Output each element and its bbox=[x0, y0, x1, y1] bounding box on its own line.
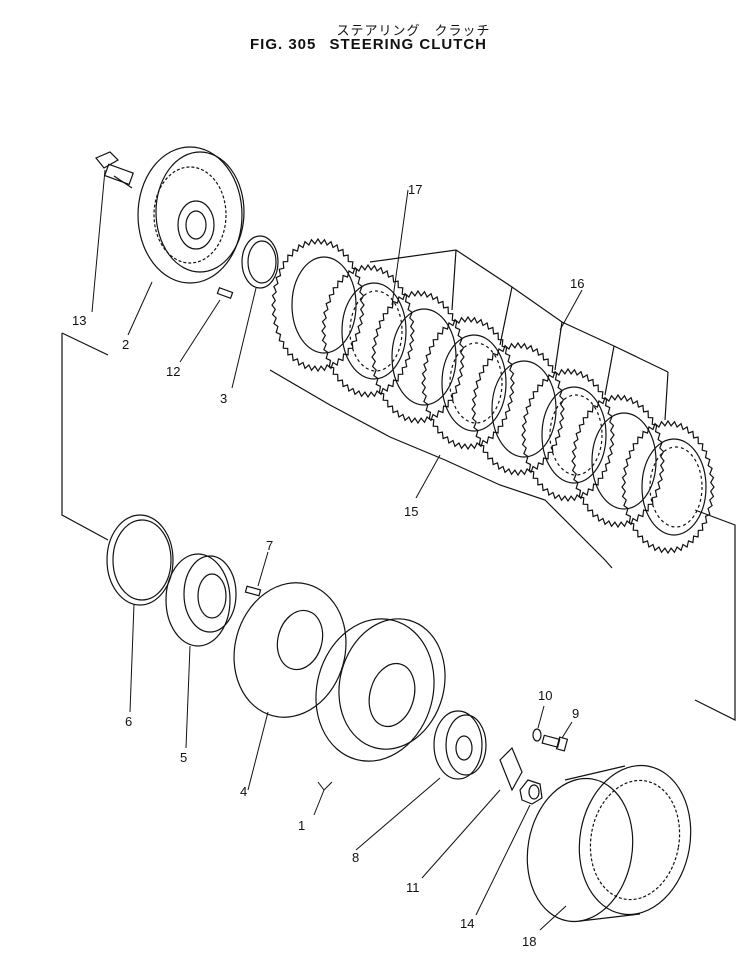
callout-4: 4 bbox=[240, 784, 247, 799]
clutch-plate bbox=[471, 341, 565, 477]
assembly-brackets bbox=[61, 332, 736, 721]
plate-brackets bbox=[269, 249, 669, 569]
callout-14: 14 bbox=[460, 916, 474, 931]
callout-9: 9 bbox=[572, 706, 579, 721]
title-japanese: ステアリング クラッチ bbox=[336, 24, 491, 39]
callout-12: 12 bbox=[166, 364, 180, 379]
callout-13: 13 bbox=[72, 313, 86, 328]
clutch-plate bbox=[621, 419, 715, 555]
callout-1: 1 bbox=[298, 818, 305, 833]
clutch-plate bbox=[571, 393, 665, 529]
callout-18: 18 bbox=[522, 934, 536, 949]
callout-8: 8 bbox=[352, 850, 359, 865]
callouts: 13 2 12 3 17 16 15 7 6 5 4 1 8 10 9 11 1… bbox=[72, 182, 584, 949]
callout-17: 17 bbox=[408, 182, 422, 197]
callout-16: 16 bbox=[570, 276, 584, 291]
part-8-cover bbox=[433, 710, 487, 780]
callout-11: 11 bbox=[406, 880, 420, 895]
callout-6: 6 bbox=[125, 714, 132, 729]
clutch-plate bbox=[371, 289, 465, 425]
part-18-drum bbox=[526, 764, 692, 923]
callout-15: 15 bbox=[404, 504, 418, 519]
clutch-plate bbox=[521, 367, 615, 503]
callout-10: 10 bbox=[538, 688, 552, 703]
clutch-plate bbox=[271, 237, 365, 373]
part-5-bearing bbox=[165, 553, 237, 647]
figure-title: FIG. 305 STEERING CLUTCH bbox=[0, 36, 737, 53]
part-4-plate bbox=[233, 582, 347, 718]
callout-2: 2 bbox=[122, 337, 129, 352]
part-1-piston bbox=[315, 618, 446, 762]
part-6-snap-ring bbox=[106, 514, 174, 606]
clutch-plate bbox=[421, 315, 515, 451]
clutch-plate bbox=[321, 263, 415, 399]
callout-7: 7 bbox=[266, 538, 273, 553]
figure-name: STEERING CLUTCH bbox=[329, 36, 488, 53]
part-7-pin bbox=[244, 585, 262, 597]
part-13-bolt bbox=[95, 151, 134, 189]
part-14-nut bbox=[519, 779, 543, 805]
leader-lines bbox=[91, 169, 583, 931]
part-12-pin bbox=[216, 287, 234, 299]
part-10-washer bbox=[532, 728, 542, 742]
callout-5: 5 bbox=[180, 750, 187, 765]
figure-number: FIG. 305 bbox=[249, 36, 317, 53]
part-11-lock-plate bbox=[499, 746, 523, 792]
clutch-plate-stack bbox=[271, 237, 715, 555]
callout-3: 3 bbox=[220, 391, 227, 406]
part-3-ring bbox=[241, 235, 279, 289]
part-2-hub bbox=[137, 146, 245, 284]
part-9-bolt bbox=[541, 734, 569, 752]
